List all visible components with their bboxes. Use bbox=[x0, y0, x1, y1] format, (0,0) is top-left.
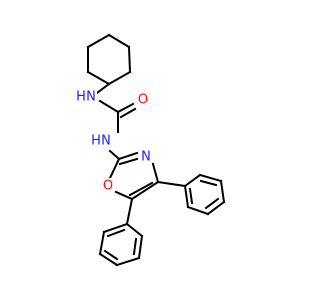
bond bbox=[103, 249, 119, 261]
atom-label-nh-upper-n: N bbox=[86, 90, 96, 105]
bond bbox=[98, 252, 119, 267]
bond bbox=[116, 102, 135, 114]
bond bbox=[206, 200, 226, 216]
atom-o-carbonyl: O bbox=[137, 92, 149, 108]
bond bbox=[119, 107, 137, 119]
bond bbox=[183, 184, 190, 209]
bond bbox=[107, 70, 132, 86]
bond bbox=[199, 179, 218, 187]
bond bbox=[125, 222, 144, 238]
atom-label-nh-lower-n: N bbox=[101, 134, 111, 149]
atom-n-ring: N bbox=[140, 149, 152, 165]
atom-label-n-ring: N bbox=[141, 150, 151, 165]
bond bbox=[114, 190, 134, 201]
atom-nh-lower: H N bbox=[88, 133, 112, 149]
bond bbox=[183, 173, 202, 188]
atom-o-ring: O bbox=[102, 178, 114, 194]
bond bbox=[127, 45, 132, 74]
bond bbox=[186, 205, 210, 216]
carbonyl-double-bond bbox=[116, 102, 137, 119]
bond bbox=[107, 33, 131, 49]
cyclohexyl-ring bbox=[86, 33, 132, 86]
atom-label-nh-lower-h: H bbox=[91, 134, 101, 149]
bond bbox=[198, 173, 223, 183]
bond bbox=[108, 149, 121, 161]
atom-label-nh-upper-h: H bbox=[76, 90, 86, 105]
phenyl-ring-lower bbox=[98, 222, 144, 267]
bond bbox=[156, 180, 187, 188]
bond bbox=[98, 99, 120, 114]
bond bbox=[132, 237, 138, 256]
bond bbox=[117, 151, 139, 161]
bond bbox=[98, 230, 106, 256]
bond bbox=[102, 222, 129, 234]
bond bbox=[130, 180, 160, 201]
bond bbox=[86, 70, 111, 86]
bond bbox=[188, 187, 194, 205]
atom-label-o-ring: O bbox=[103, 179, 113, 194]
structure-canvas: H N O H N N O bbox=[76, 33, 226, 267]
bond bbox=[128, 181, 154, 197]
atom-nh-upper: H N bbox=[76, 89, 97, 105]
bond bbox=[151, 162, 160, 184]
bond bbox=[204, 197, 220, 210]
bond bbox=[86, 33, 111, 49]
bond bbox=[125, 197, 134, 226]
bond bbox=[115, 256, 141, 267]
molecule-drawing: H N O H N N O bbox=[76, 33, 226, 267]
bond bbox=[106, 228, 126, 238]
oxazole-ring bbox=[108, 151, 160, 201]
phenyl-ring-right bbox=[183, 173, 226, 216]
bond bbox=[118, 157, 139, 166]
bond bbox=[219, 179, 226, 204]
bond bbox=[137, 234, 144, 260]
bond bbox=[95, 82, 111, 95]
bond bbox=[108, 157, 121, 180]
atom-label-o-carbonyl: O bbox=[138, 93, 148, 108]
